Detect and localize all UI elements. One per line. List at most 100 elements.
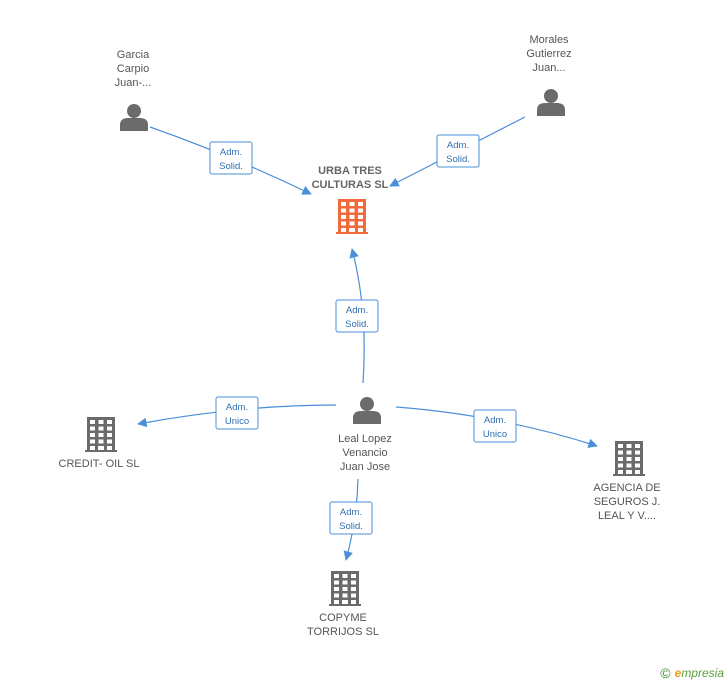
building-window: [351, 593, 356, 598]
building-window: [341, 208, 346, 213]
edge-leal-copyme: Adm.Solid.: [329, 478, 373, 561]
node-label: Garcia: [117, 49, 150, 61]
building-window: [107, 426, 112, 431]
edge-garcia-urba: Adm.Solid.: [149, 126, 312, 195]
edge-label-text: Adm.: [340, 507, 362, 518]
person-icon: [537, 89, 565, 116]
node-label: Gutierrez: [526, 48, 571, 60]
building-door: [98, 446, 104, 451]
building-window: [334, 574, 339, 578]
building-window: [635, 457, 640, 461]
person-head: [127, 104, 141, 118]
building-window: [342, 593, 348, 598]
edge-label-box[interactable]: [335, 299, 379, 333]
building-window: [342, 574, 348, 578]
building-window: [635, 463, 640, 468]
edge-label-text: Solid.: [446, 154, 470, 165]
building-window: [349, 221, 355, 226]
building-door: [349, 228, 355, 233]
edge-leal-agencia: Adm.Unico: [395, 406, 598, 448]
building-window: [98, 420, 104, 424]
building-window: [98, 439, 104, 444]
building-window: [107, 420, 112, 424]
building-window: [90, 426, 95, 431]
building-window: [98, 426, 104, 431]
company-building-icon: [613, 441, 645, 476]
building-window: [358, 228, 363, 232]
edge-label-text: Solid.: [345, 319, 369, 330]
edge-label-text: Adm.: [220, 147, 242, 158]
node-label: Carpio: [117, 63, 149, 75]
person-head: [544, 89, 558, 103]
person-body: [353, 411, 381, 424]
building-base: [85, 450, 117, 452]
node-label: Morales: [529, 34, 569, 46]
edge-morales-urba: Adm.Solid.: [389, 116, 526, 187]
node-label: CULTURAS SL: [312, 179, 389, 191]
person-body: [537, 103, 565, 116]
node-label: AGENCIA DE: [593, 482, 660, 494]
building-window: [635, 470, 640, 474]
building-window: [341, 215, 346, 219]
building-window: [90, 420, 95, 424]
company-building-icon: [329, 571, 361, 606]
building-window: [626, 457, 632, 461]
building-window: [334, 580, 339, 585]
node-label: Juan-...: [115, 77, 152, 89]
building-window: [98, 433, 104, 437]
building-window: [341, 202, 346, 206]
node-label: TORRIJOS SL: [307, 626, 379, 638]
building-window: [618, 470, 623, 474]
edge-label-text: Adm.: [346, 305, 368, 316]
person-icon: [353, 397, 381, 424]
node-garcia[interactable]: GarciaCarpioJuan-...: [115, 49, 152, 131]
building-window: [349, 202, 355, 206]
edge-label-text: Adm.: [484, 415, 506, 426]
node-label: Leal Lopez: [338, 433, 392, 445]
building-window: [351, 580, 356, 585]
edge-label-text: Unico: [225, 416, 249, 427]
edge-label-box[interactable]: [473, 409, 517, 443]
building-window: [90, 446, 95, 450]
edge-leal-credit: Adm.Unico: [137, 396, 337, 430]
building-base: [329, 604, 361, 606]
building-window: [334, 593, 339, 598]
building-window: [342, 587, 348, 591]
company-building-icon: [85, 417, 117, 452]
building-window: [635, 450, 640, 455]
building-window: [90, 433, 95, 437]
building-window: [334, 600, 339, 604]
building-window: [358, 208, 363, 213]
building-window: [618, 444, 623, 448]
building-window: [341, 221, 346, 226]
building-window: [618, 463, 623, 468]
node-credit[interactable]: CREDIT- OIL SL: [59, 417, 140, 470]
building-window: [90, 439, 95, 444]
node-label: Juan Jose: [340, 461, 390, 473]
node-label: Venancio: [342, 447, 387, 459]
node-label: CREDIT- OIL SL: [59, 458, 140, 470]
building-window: [358, 215, 363, 219]
node-label: LEAL Y V....: [598, 510, 656, 522]
building-base: [336, 232, 368, 234]
edge-label-box[interactable]: [436, 134, 480, 168]
edge-label-box[interactable]: [209, 141, 253, 175]
main-company-building-icon: [336, 199, 368, 234]
brand-initial: e: [674, 666, 682, 680]
person-icon: [120, 104, 148, 131]
person-body: [120, 118, 148, 131]
brand-name: mpresia: [681, 666, 724, 680]
edge-label-box[interactable]: [215, 396, 259, 430]
building-window: [334, 587, 339, 591]
node-morales[interactable]: MoralesGutierrezJuan...: [526, 34, 572, 116]
empresia-watermark: © empresia: [660, 665, 724, 681]
building-window: [358, 202, 363, 206]
edge-label-box[interactable]: [329, 501, 373, 535]
building-window: [351, 587, 356, 591]
